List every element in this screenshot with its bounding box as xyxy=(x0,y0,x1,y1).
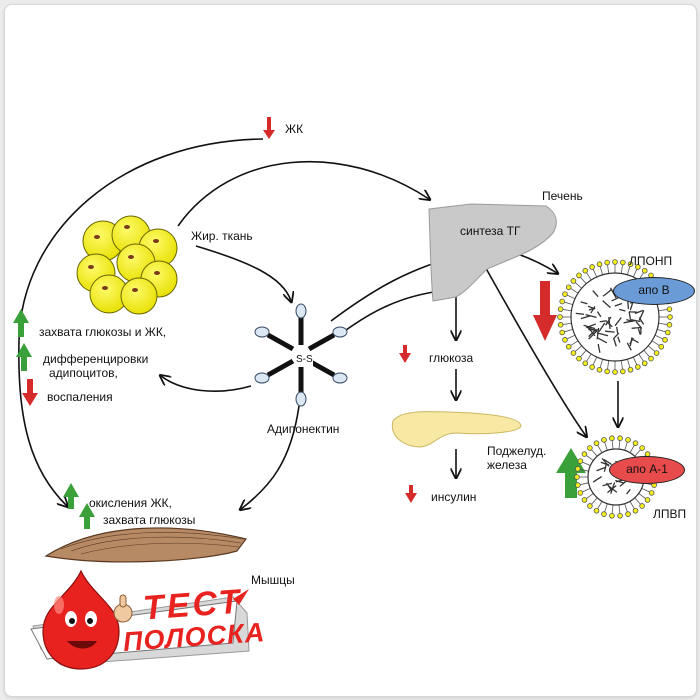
arrow-adiponectin-to-effects xyxy=(161,376,252,392)
arrow-adiponectin-to-muscle xyxy=(241,405,300,509)
arrow-down-insulin xyxy=(405,485,417,503)
label-ss-bond: S-S xyxy=(296,353,313,367)
adipose-tissue-icon xyxy=(76,215,178,315)
label-liver: Печень xyxy=(542,189,583,203)
arrow-adiponectin-to-liver-2 xyxy=(337,291,441,337)
arrow-adipose-to-adiponectin xyxy=(195,245,291,301)
apo-b-badge: апо В xyxy=(613,277,695,305)
label-pancreas: Поджелуд.железа xyxy=(487,444,547,472)
label-insulin: инсулин xyxy=(431,490,477,504)
muscle-icon xyxy=(44,527,248,563)
label-inflammation: воспаления xyxy=(47,390,113,404)
label-glucose-fa-uptake: захвата глюкозы и ЖК, xyxy=(39,325,167,339)
diagram-card: ЖК Жир. ткань Печень синтеза ТГ ЛПОНП ап… xyxy=(4,4,697,697)
diagram-canvas xyxy=(13,117,673,670)
label-tg-synthesis: синтеза ТГ xyxy=(460,224,521,238)
label-fa-oxidation: окисления ЖК, xyxy=(89,496,172,510)
logo-mascot-icon xyxy=(30,569,250,670)
arrow-up-fa-oxidation xyxy=(63,483,79,509)
arrow-down-inflammation xyxy=(22,379,38,406)
arrow-down-glucose xyxy=(399,345,411,363)
label-fa-top: ЖК xyxy=(285,122,304,136)
arrow-up-glucose-uptake xyxy=(79,503,95,529)
label-vldl: ЛПОНП xyxy=(629,254,673,268)
label-adiponectin: Адипонектин xyxy=(267,422,340,436)
label-glucose: глюкоза xyxy=(429,351,474,365)
label-hdl: ЛПВП xyxy=(653,507,687,521)
muscle-fibers xyxy=(60,532,244,555)
arrow-liver-to-hdl xyxy=(482,262,586,436)
liver-icon xyxy=(428,203,557,302)
arrow-fa-to-liver xyxy=(177,160,429,227)
arrow-up-differentiation xyxy=(16,343,32,371)
label-adipose: Жир. ткань xyxy=(191,229,253,243)
arrow-down-vldl xyxy=(533,281,557,341)
arrow-up-glucose-fa-uptake xyxy=(13,309,29,337)
apo-a1-badge: апо А-1 xyxy=(609,456,685,484)
arrow-down-fa xyxy=(263,117,275,139)
pancreas-icon xyxy=(391,410,522,448)
label-glucose-uptake: захвата глюкозы xyxy=(103,513,196,527)
arrow-fa-to-muscle xyxy=(18,138,264,506)
label-muscles: Мышцы xyxy=(251,573,295,587)
